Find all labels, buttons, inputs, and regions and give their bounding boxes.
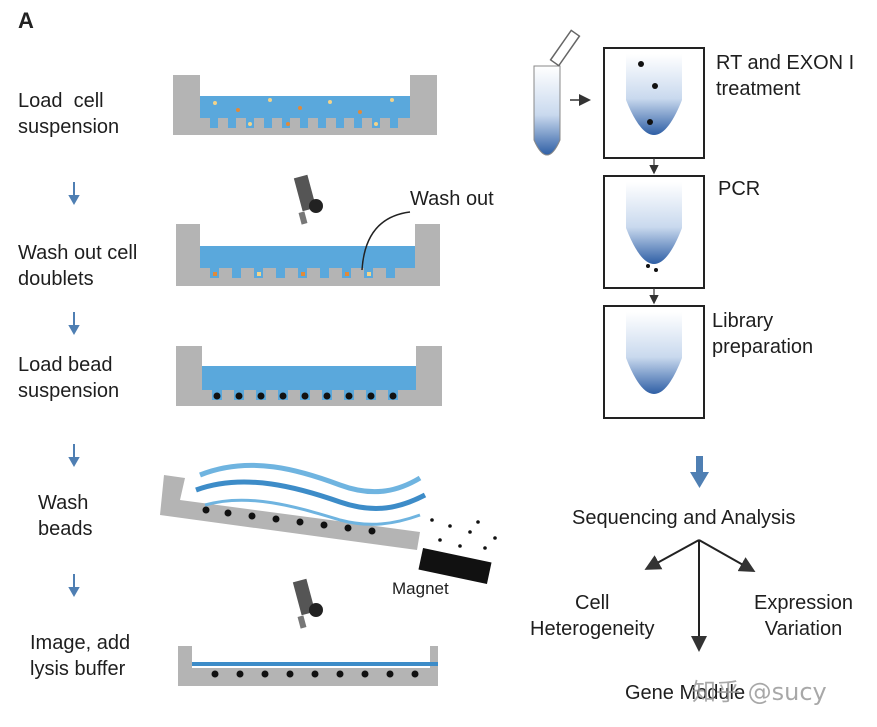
sequencing-arrow	[690, 456, 709, 488]
left-flow-arrows	[68, 182, 80, 598]
magnet-label: Magnet	[392, 579, 449, 598]
step-rt-exon-label: RT and EXON I treatment	[716, 52, 855, 100]
outcome-arrows	[644, 539, 756, 652]
step-library-label: Library preparation	[712, 310, 814, 358]
plate-lysis	[178, 646, 438, 686]
plate-wash-doublets	[176, 211, 440, 286]
step-image-lysis-label: Image, add lysis buffer	[30, 632, 131, 680]
box-library	[603, 305, 705, 419]
cell-heterogeneity-label: Cell Heterogeneity	[530, 592, 655, 640]
step-wash-doublets-label: Wash out cell doublets	[18, 242, 138, 290]
tube-icon	[533, 29, 581, 156]
camera-icon	[293, 174, 323, 225]
plate-load-beads	[176, 346, 442, 406]
watermark: 知乎 @sucy	[692, 678, 827, 706]
plate-load-cells	[173, 75, 437, 135]
sequencing-analysis-label: Sequencing and Analysis	[572, 507, 796, 529]
step-load-cell-label: Load cell suspension	[18, 90, 120, 138]
wash-out-annotation: Wash out	[410, 188, 494, 210]
expression-variation-label: Expression Variation	[754, 592, 853, 640]
step-pcr-label: PCR	[718, 178, 761, 200]
panel-label: A	[18, 8, 34, 33]
step-load-bead-label: Load bead suspension	[18, 354, 120, 402]
gene-module-label: Gene Module	[625, 682, 746, 704]
step-wash-beads-label: Wash beads	[38, 492, 93, 540]
plate-wash-beads	[160, 462, 497, 585]
box-pcr	[603, 175, 705, 289]
camera-icon	[292, 578, 323, 629]
box-rt-exon	[603, 47, 705, 159]
